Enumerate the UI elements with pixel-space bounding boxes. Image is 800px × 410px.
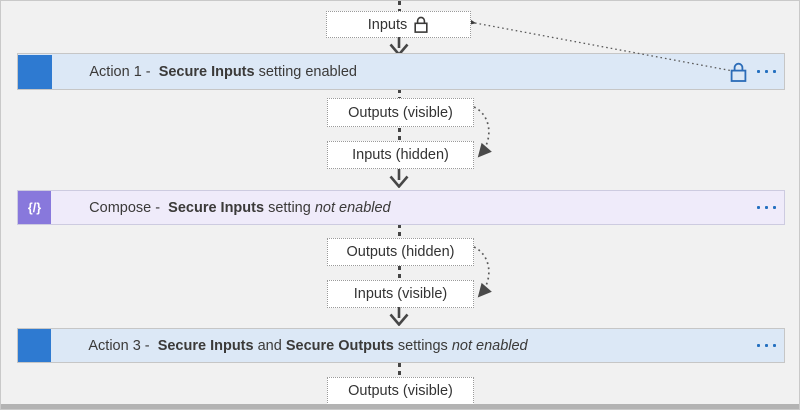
action1-title: Action 1 - Secure Inputs setting enabled [66,48,357,96]
action3-title: Action 3 - Secure Inputs and Secure Outp… [65,322,528,370]
outputs-to-inputs-curved-arrow-2 [473,246,492,298]
inputs-visible-label: Inputs (visible) [353,286,448,302]
action1-title-prefix: Action 1 - [89,63,159,80]
compose-title-italic: not enabled [314,199,391,216]
compose-glyph: {/} [27,200,42,215]
action3-icon [18,329,51,362]
action3-title-prefix: Action 3 - [88,337,158,354]
outputs-hidden-label: Outputs (hidden) [346,244,455,260]
action3-bar[interactable]: Action 3 - Secure Inputs and Secure Outp… [17,328,785,363]
connector-dash-5 [398,266,401,280]
compose-title: Compose - Secure Inputs setting not enab… [65,184,391,232]
action1-bar[interactable]: Action 1 - Secure Inputs setting enabled [17,53,785,90]
connector-dash-top [398,1,401,11]
compose-title-prefix: Compose - [89,199,169,216]
connector-dash-4 [398,224,401,238]
outputs-visible-label-1: Outputs (visible) [348,104,453,121]
outputs-to-inputs-curved-arrow-1 [473,106,492,158]
inputs-hidden-label: Inputs (hidden) [352,147,449,163]
action3-title-italic: not enabled [451,337,528,354]
action3-title-mid2: settings [393,337,452,354]
outputs-visible-box-2: Outputs (visible) [327,377,474,405]
connector-dash-2 [398,89,401,98]
compose-title-mid: setting [264,199,315,216]
action1-icon [18,54,52,89]
top-inputs-box: Inputs [326,11,471,38]
compose-title-bold: Secure Inputs [168,199,265,216]
outputs-hidden-box: Outputs (hidden) [327,238,474,266]
compose-icon: {/} [18,191,51,224]
inputs-hidden-box: Inputs (hidden) [327,141,474,169]
action1-title-bold: Secure Inputs [158,63,255,80]
compose-bar[interactable]: {/} Compose - Secure Inputs setting not … [17,190,785,225]
ellipsis-icon[interactable] [756,202,776,214]
ellipsis-icon[interactable] [756,340,776,352]
action1-title-suffix: setting enabled [254,63,357,80]
inputs-visible-box: Inputs (visible) [327,280,474,308]
down-arrow-icon [389,169,409,188]
action3-title-bold1: Secure Inputs [157,337,254,354]
top-inputs-label: Inputs [367,16,408,33]
secure-lock-icon [730,62,746,82]
bottom-edge-strip [1,404,799,409]
connector-dash-6 [398,363,401,377]
action3-title-mid1: and [253,337,286,354]
outputs-visible-box-1: Outputs (visible) [327,98,474,127]
ellipsis-icon[interactable] [756,66,776,78]
lock-icon [414,16,428,33]
connector-dash-3 [398,128,401,141]
outputs-visible-label-2: Outputs (visible) [348,383,453,399]
action3-title-bold2: Secure Outputs [285,337,394,354]
